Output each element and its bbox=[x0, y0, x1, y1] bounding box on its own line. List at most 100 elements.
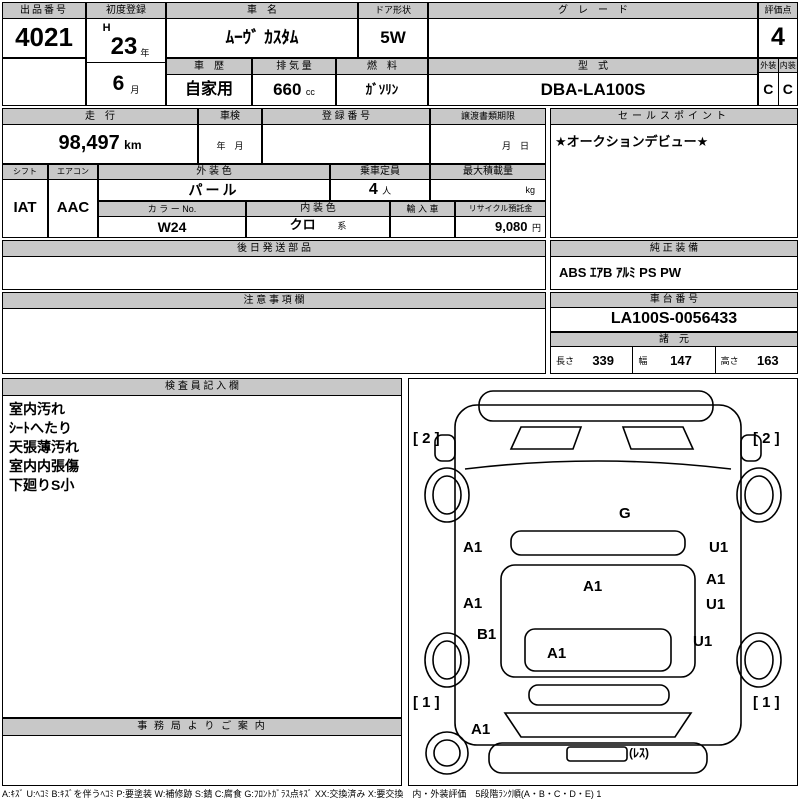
year-value: 23 bbox=[110, 33, 138, 60]
chassis-number-label: 車 台 番 号 bbox=[551, 293, 797, 308]
ext-int-value-row: C C bbox=[759, 73, 797, 105]
damage-mark: A1 bbox=[706, 571, 726, 588]
width-cell: 幅 147 bbox=[632, 347, 714, 373]
wheel-front-right bbox=[736, 467, 782, 523]
damage-mark: U1 bbox=[709, 539, 729, 556]
year-unit: 年 bbox=[140, 48, 150, 58]
first-registration-month: 6 月 bbox=[87, 63, 165, 105]
interior-color-suffix: 系 bbox=[337, 221, 347, 231]
windshield-right-pane bbox=[621, 426, 695, 450]
genuine-equipment-label: 純 正 装 備 bbox=[551, 241, 797, 257]
car-body-outline bbox=[454, 404, 742, 746]
dimensions-cell: 諸 元 長さ 339 幅 147 高さ 163 bbox=[550, 332, 798, 374]
interior-color-cell: クロ 系 内 装 色 bbox=[246, 201, 390, 238]
damage-mark: [ 1 ] bbox=[413, 694, 440, 711]
fuel-cell: 燃 料 ｶﾞｿﾘﾝ bbox=[336, 58, 428, 106]
chassis-number-value: LA100S-0056433 bbox=[610, 310, 738, 327]
rear-bumper bbox=[488, 742, 708, 774]
inspector-note: 下廻りS小 bbox=[9, 477, 75, 493]
capacity-label: 乗車定員 bbox=[331, 165, 429, 180]
legend: A:ｷｽﾞ U:ﾍｺﾐ B:ｷｽﾞを伴うﾍｺﾐ P:要塗装 W:補修跡 S:錆 … bbox=[2, 789, 602, 799]
lot-lower-empty-cell bbox=[2, 58, 86, 106]
dimensions-row: 長さ 339 幅 147 高さ 163 bbox=[551, 347, 797, 373]
inspector-notes-body: 室内汚れ ｼｰﾄへたり 天張薄汚れ 室内内張傷 下廻りS小 bbox=[3, 396, 401, 499]
import-cell: 輸 入 車 bbox=[390, 201, 455, 238]
license-plate-recess bbox=[566, 746, 628, 762]
registration-number-cell: 登 録 番 号 bbox=[262, 108, 430, 164]
model-code-value: DBA-LA100S bbox=[540, 80, 646, 99]
sales-point-cell: セールスポイント ★オークションデビュー★ bbox=[550, 108, 798, 238]
recycle-deposit-unit: 円 bbox=[531, 223, 541, 233]
grade-cell: グ レ ー ド bbox=[428, 2, 758, 58]
width-value: 147 bbox=[670, 352, 692, 368]
capacity-unit: 人 bbox=[382, 186, 392, 196]
color-no-label: カ ラ ー No. bbox=[99, 202, 245, 217]
displacement-label: 排 気 量 bbox=[253, 59, 335, 75]
genuine-equipment-cell: 純 正 装 備 ABS ｴｱB ｱﾙﾐ PS PW bbox=[550, 240, 798, 290]
era-letter: H bbox=[102, 22, 111, 34]
mileage-unit: km bbox=[124, 138, 142, 152]
genuine-equipment-value: ABS ｴｱB ｱﾙﾐ PS PW bbox=[559, 265, 682, 280]
wheel-rear-right bbox=[736, 632, 782, 688]
transfer-deadline-cell: 譲渡書類期限 月 日 bbox=[430, 108, 546, 164]
aircon-label: エアコン bbox=[49, 165, 97, 180]
color-no-cell: カ ラ ー No. W24 bbox=[98, 201, 246, 238]
exterior-rating-value: C bbox=[759, 73, 779, 105]
inspector-note: 天張薄汚れ bbox=[9, 439, 79, 455]
right-mirror bbox=[740, 434, 762, 462]
car-name-value: ﾑｰｳﾞ ｶｽﾀﾑ bbox=[225, 28, 299, 47]
inspection-label: 車検 bbox=[199, 109, 261, 125]
shift-label: シフト bbox=[3, 165, 47, 180]
chassis-number-cell: 車 台 番 号 LA100S-0056433 bbox=[550, 292, 798, 332]
score-cell: 評価点 4 bbox=[758, 2, 798, 58]
door-shape-label: ドア形状 bbox=[359, 3, 427, 19]
first-registration-year: H 23 年 bbox=[87, 19, 165, 63]
import-label: 輸 入 車 bbox=[391, 202, 454, 217]
inspection-placeholder: 年 月 bbox=[216, 141, 244, 151]
shift-value: IAT bbox=[13, 199, 37, 216]
max-load-label: 最大積載量 bbox=[431, 165, 545, 180]
displacement-unit: cc bbox=[305, 87, 315, 97]
damage-mark-res: (ﾚｽ) bbox=[629, 746, 649, 760]
max-load-unit: kg bbox=[525, 185, 535, 195]
exterior-color-value: パール bbox=[188, 182, 240, 198]
damage-mark: G bbox=[619, 505, 631, 522]
cowl-line bbox=[464, 460, 732, 470]
door-shape-value: 5W bbox=[380, 28, 406, 47]
length-label: 長さ bbox=[556, 355, 575, 366]
max-load-cell: 最大積載量 kg bbox=[430, 164, 546, 201]
aircon-cell: エアコン AAC bbox=[48, 164, 98, 238]
inspector-note: 室内内張傷 bbox=[9, 458, 79, 474]
wheel-rear-left-inner bbox=[432, 640, 462, 680]
damage-mark: A1 bbox=[583, 578, 603, 595]
month-unit: 月 bbox=[130, 84, 140, 95]
mileage-cell: 走 行 98,497 km bbox=[2, 108, 198, 164]
caution-notes-cell: 注 意 事 項 欄 bbox=[2, 292, 546, 374]
recycle-deposit-value-wrap: 9,080 円 bbox=[456, 217, 545, 238]
interior-rating-value: C bbox=[782, 81, 793, 97]
mileage-value-wrap: 98,497 km bbox=[3, 125, 197, 163]
sales-point-value: ★オークションデビュー★ bbox=[555, 134, 709, 149]
inspector-notes-cell: 検 査 員 記 入 欄 室内汚れ ｼｰﾄへたり 天張薄汚れ 室内内張傷 下廻りS… bbox=[2, 378, 402, 718]
car-name-cell: 車 名 ﾑｰｳﾞ ｶｽﾀﾑ bbox=[166, 2, 358, 58]
damage-mark: A1 bbox=[547, 645, 567, 662]
lot-number-label: 出品番号 bbox=[3, 3, 85, 19]
inspection-cell: 車検 年 月 bbox=[198, 108, 262, 164]
length-value: 339 bbox=[592, 352, 615, 368]
grade-label: グ レ ー ド bbox=[429, 3, 757, 19]
transfer-deadline-placeholder: 月 日 bbox=[501, 141, 529, 151]
damage-mark: U1 bbox=[693, 633, 713, 650]
first-registration-label: 初度登録 bbox=[87, 3, 165, 19]
car-name-label: 車 名 bbox=[167, 3, 357, 19]
cabin-floor bbox=[500, 564, 696, 678]
damage-mark: [ 1 ] bbox=[753, 694, 780, 711]
aircon-value: AAC bbox=[56, 199, 90, 216]
displacement-cell: 排 気 量 660 cc bbox=[252, 58, 336, 106]
office-notice-cell: 事 務 局 よ り ご 案 内 bbox=[2, 718, 402, 786]
rear-seat bbox=[524, 628, 672, 672]
spare-tire bbox=[425, 731, 469, 775]
dashboard bbox=[510, 530, 686, 556]
later-parts-label: 後 日 発 送 部 品 bbox=[3, 241, 545, 257]
displacement-value: 660 bbox=[273, 80, 302, 99]
